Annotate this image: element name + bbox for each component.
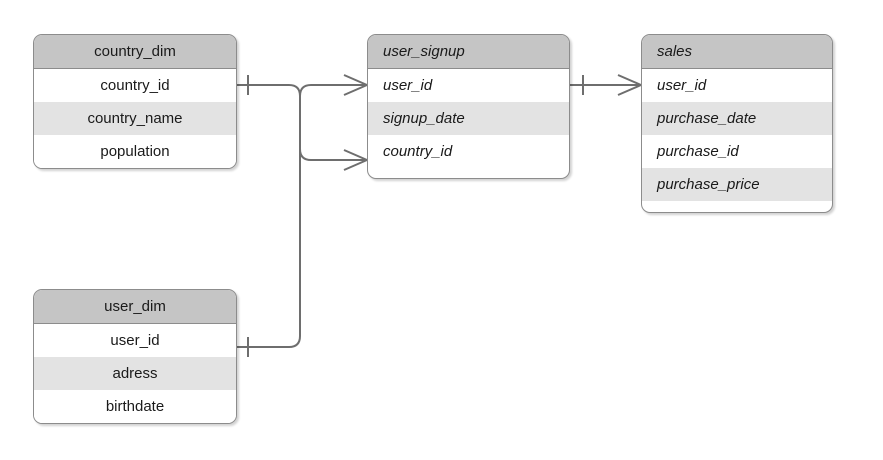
entity-field-country-name[interactable]: country_name xyxy=(34,102,236,135)
entity-field-purchase-date[interactable]: purchase_date xyxy=(642,102,832,135)
crowsfoot-user-signup-user-id xyxy=(343,74,368,96)
entity-title-sales: sales xyxy=(642,35,832,69)
entity-field-adress[interactable]: adress xyxy=(34,357,236,390)
entity-user-dim[interactable]: user_dim user_id adress birthdate xyxy=(33,289,237,424)
entity-field-purchase-id[interactable]: purchase_id xyxy=(642,135,832,168)
entity-title-country-dim: country_dim xyxy=(34,35,236,69)
crowsfoot-user-signup-country-id xyxy=(343,149,368,171)
entity-title-user-signup: user_signup xyxy=(368,35,569,69)
entity-field-birthdate[interactable]: birthdate xyxy=(34,390,236,423)
entity-field-population[interactable]: population xyxy=(34,135,236,168)
entity-field-country-id[interactable]: country_id xyxy=(34,69,236,102)
entity-field-country-id[interactable]: country_id xyxy=(368,135,569,168)
entity-sales[interactable]: sales user_id purchase_date purchase_id … xyxy=(641,34,833,213)
entity-user-signup[interactable]: user_signup user_id signup_date country_… xyxy=(367,34,570,179)
entity-field-signup-date[interactable]: signup_date xyxy=(368,102,569,135)
entity-country-dim[interactable]: country_dim country_id country_name popu… xyxy=(33,34,237,169)
entity-field-user-id[interactable]: user_id xyxy=(368,69,569,102)
entity-field-user-id[interactable]: user_id xyxy=(642,69,832,102)
edge-country-dim-to-user-signup xyxy=(237,84,367,97)
edge-user-dim-to-channel xyxy=(237,96,301,348)
edge-channel-down xyxy=(299,96,367,161)
crowsfoot-sales-user-id xyxy=(617,74,642,96)
entity-field-user-id[interactable]: user_id xyxy=(34,324,236,357)
entity-field-purchase-price[interactable]: purchase_price xyxy=(642,168,832,201)
entity-title-user-dim: user_dim xyxy=(34,290,236,324)
